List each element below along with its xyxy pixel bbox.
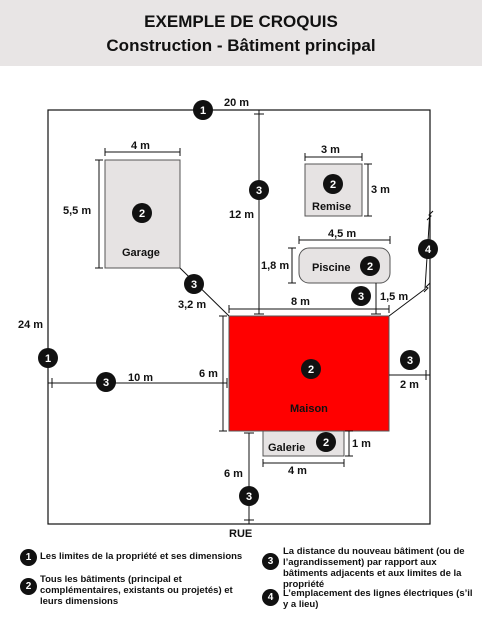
marker-2-maison: 2 [301,359,321,379]
house-to-left-label: 10 m [128,372,153,384]
galerie-depth-label: 1 m [352,438,371,450]
house-to-garage-label: 3,2 m [178,299,206,311]
house-to-pool-label: 1,5 m [380,291,408,303]
svg-text:1: 1 [45,353,51,365]
page-title: EXEMPLE DE CROQUIS [144,12,338,31]
svg-text:3: 3 [256,185,262,197]
svg-text:3: 3 [358,291,364,303]
marker-1-top: 1 [193,100,213,120]
maison-depth-label: 6 m [199,368,218,380]
house-to-top-label: 12 m [229,209,254,221]
svg-text:1: 1 [200,105,206,117]
page-subtitle: Construction - Bâtiment principal [106,36,376,55]
marker-3-left: 3 [96,372,116,392]
marker-2-galerie: 2 [316,432,336,452]
svg-text:3: 3 [191,279,197,291]
galerie-name: Galerie [268,442,305,454]
marker-1-left: 1 [38,348,58,368]
svg-text:3: 3 [103,377,109,389]
house-to-right-label: 2 m [400,379,419,391]
marker-4-power: 4 [418,239,438,259]
garage-depth-label: 5,5 m [63,205,91,217]
legend-text: La distance du nouveau bâtiment (ou de l… [283,546,465,590]
header-banner [0,0,482,66]
street-label: RUE [229,528,252,540]
marker-2-piscine: 2 [360,256,380,276]
maison-name: Maison [290,403,328,415]
legend-number: 4 [262,589,279,606]
lot-top-dimension: 20 m [224,97,249,109]
marker-2-garage: 2 [132,203,152,223]
svg-text:3: 3 [407,355,413,367]
marker-3-street: 3 [239,486,259,506]
house-to-street-label: 6 m [224,468,243,480]
garage-name: Garage [122,247,160,259]
marker-3-right: 3 [400,350,420,370]
galerie-width-label: 4 m [288,465,307,477]
maison-width-label: 8 m [291,296,310,308]
svg-text:2: 2 [367,261,373,273]
svg-text:4: 4 [425,244,432,256]
piscine-width-label: 4,5 m [328,228,356,240]
piscine-name: Piscine [312,262,351,274]
marker-3-pool: 3 [351,286,371,306]
remise-name: Remise [312,201,351,213]
legend-text: L’emplacement des lignes électriques (s’… [283,588,473,610]
svg-text:2: 2 [139,208,145,220]
marker-3-garage: 3 [184,274,204,294]
garage-width-label: 4 m [131,140,150,152]
remise-width-label: 3 m [321,144,340,156]
svg-text:2: 2 [308,364,314,376]
svg-text:3: 3 [246,491,252,503]
marker-2-remise: 2 [323,174,343,194]
marker-3-top: 3 [249,180,269,200]
legend-number: 2 [20,578,37,595]
svg-text:2: 2 [323,437,329,449]
piscine-depth-label: 1,8 m [261,260,289,272]
legend-text: Les limites de la propriété et ses dimen… [40,551,243,562]
legend-number: 1 [20,549,37,566]
remise-depth-label: 3 m [371,184,390,196]
lot-boundary [47,109,431,525]
svg-text:2: 2 [330,179,336,191]
legend-text: Tous les bâtiments (principal et complém… [40,574,233,607]
lot-left-dimension: 24 m [18,319,43,331]
legend-number: 3 [262,553,279,570]
